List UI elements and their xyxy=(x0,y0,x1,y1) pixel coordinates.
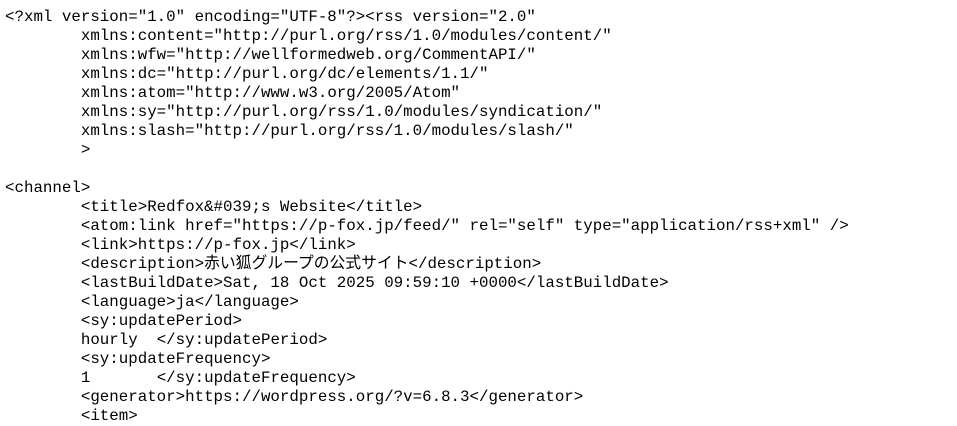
xmlns-dc-line: xmlns:dc="http://purl.org/dc/elements/1.… xyxy=(5,65,489,83)
link-line: <link>https://p-fox.jp</link> xyxy=(5,236,356,254)
generator-line: <generator>https://wordpress.org/?v=6.8.… xyxy=(5,388,584,406)
description-line: <description>赤い狐グループの公式サイト</description> xyxy=(5,255,542,273)
atom-link-line: <atom:link href="https://p-fox.jp/feed/"… xyxy=(5,217,849,235)
title-line: <title>Redfox&#039;s Website</title> xyxy=(5,198,423,216)
xmlns-sy-line: xmlns:sy="http://purl.org/rss/1.0/module… xyxy=(5,103,603,121)
xmlns-atom-line: xmlns:atom="http://www.w3.org/2005/Atom" xyxy=(5,84,461,102)
language-line: <language>ja</language> xyxy=(5,293,299,311)
last-build-date-line: <lastBuildDate>Sat, 18 Oct 2025 09:59:10… xyxy=(5,274,669,292)
channel-open-line: <channel> xyxy=(5,179,91,197)
xmlns-wfw-line: xmlns:wfw="http://wellformedweb.org/Comm… xyxy=(5,46,536,64)
update-period-value-line: hourly </sy:updatePeriod> xyxy=(5,331,328,349)
update-frequency-open-line: <sy:updateFrequency> xyxy=(5,350,271,368)
update-frequency-value-line: 1 </sy:updateFrequency> xyxy=(5,369,356,387)
blank-line xyxy=(5,160,957,179)
xml-declaration-line: <?xml version="1.0" encoding="UTF-8"?><r… xyxy=(5,8,536,26)
xmlns-content-line: xmlns:content="http://purl.org/rss/1.0/m… xyxy=(5,27,612,45)
update-period-open-line: <sy:updatePeriod> xyxy=(5,312,242,330)
item-open-line: <item> xyxy=(5,407,138,425)
xmlns-slash-line: xmlns:slash="http://purl.org/rss/1.0/mod… xyxy=(5,122,574,140)
rss-close-bracket-line: > xyxy=(5,141,91,159)
